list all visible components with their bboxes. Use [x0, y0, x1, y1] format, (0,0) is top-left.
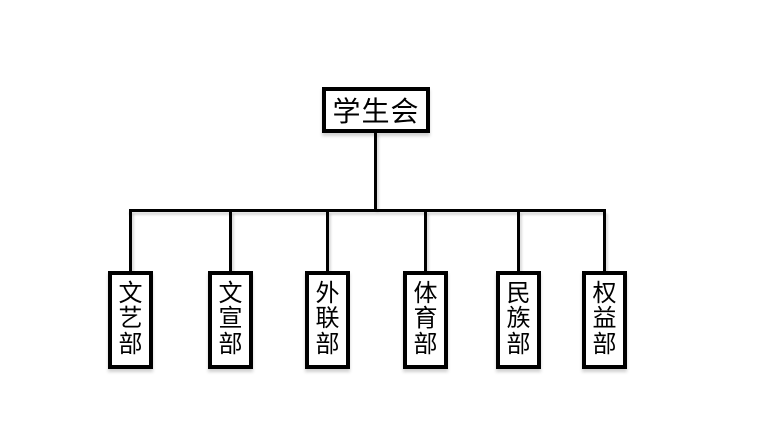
org-node-student-council: 学生会 [322, 87, 430, 133]
connector-drop-5 [517, 212, 520, 271]
org-node-label: 体育部 [413, 280, 438, 358]
connector-drop-6 [603, 212, 606, 271]
connector-horizontal-bus [129, 209, 606, 212]
org-node-dept-3: 外联部 [305, 271, 350, 369]
connector-drop-1 [129, 212, 132, 271]
connector-root-stem [374, 133, 377, 210]
connector-drop-3 [326, 212, 329, 271]
org-node-label: 民族部 [506, 280, 531, 358]
connector-drop-2 [229, 212, 232, 271]
org-node-label: 权益部 [592, 280, 617, 358]
org-node-label: 文宣部 [218, 280, 243, 358]
org-node-label: 外联部 [315, 280, 340, 358]
org-node-dept-5: 民族部 [496, 271, 541, 369]
org-node-dept-6: 权益部 [582, 271, 627, 369]
connector-drop-4 [424, 212, 427, 271]
org-node-label: 学生会 [332, 97, 420, 128]
org-node-label: 文艺部 [118, 280, 143, 358]
org-node-dept-4: 体育部 [403, 271, 448, 369]
org-node-dept-2: 文宣部 [208, 271, 253, 369]
org-node-dept-1: 文艺部 [108, 271, 153, 369]
